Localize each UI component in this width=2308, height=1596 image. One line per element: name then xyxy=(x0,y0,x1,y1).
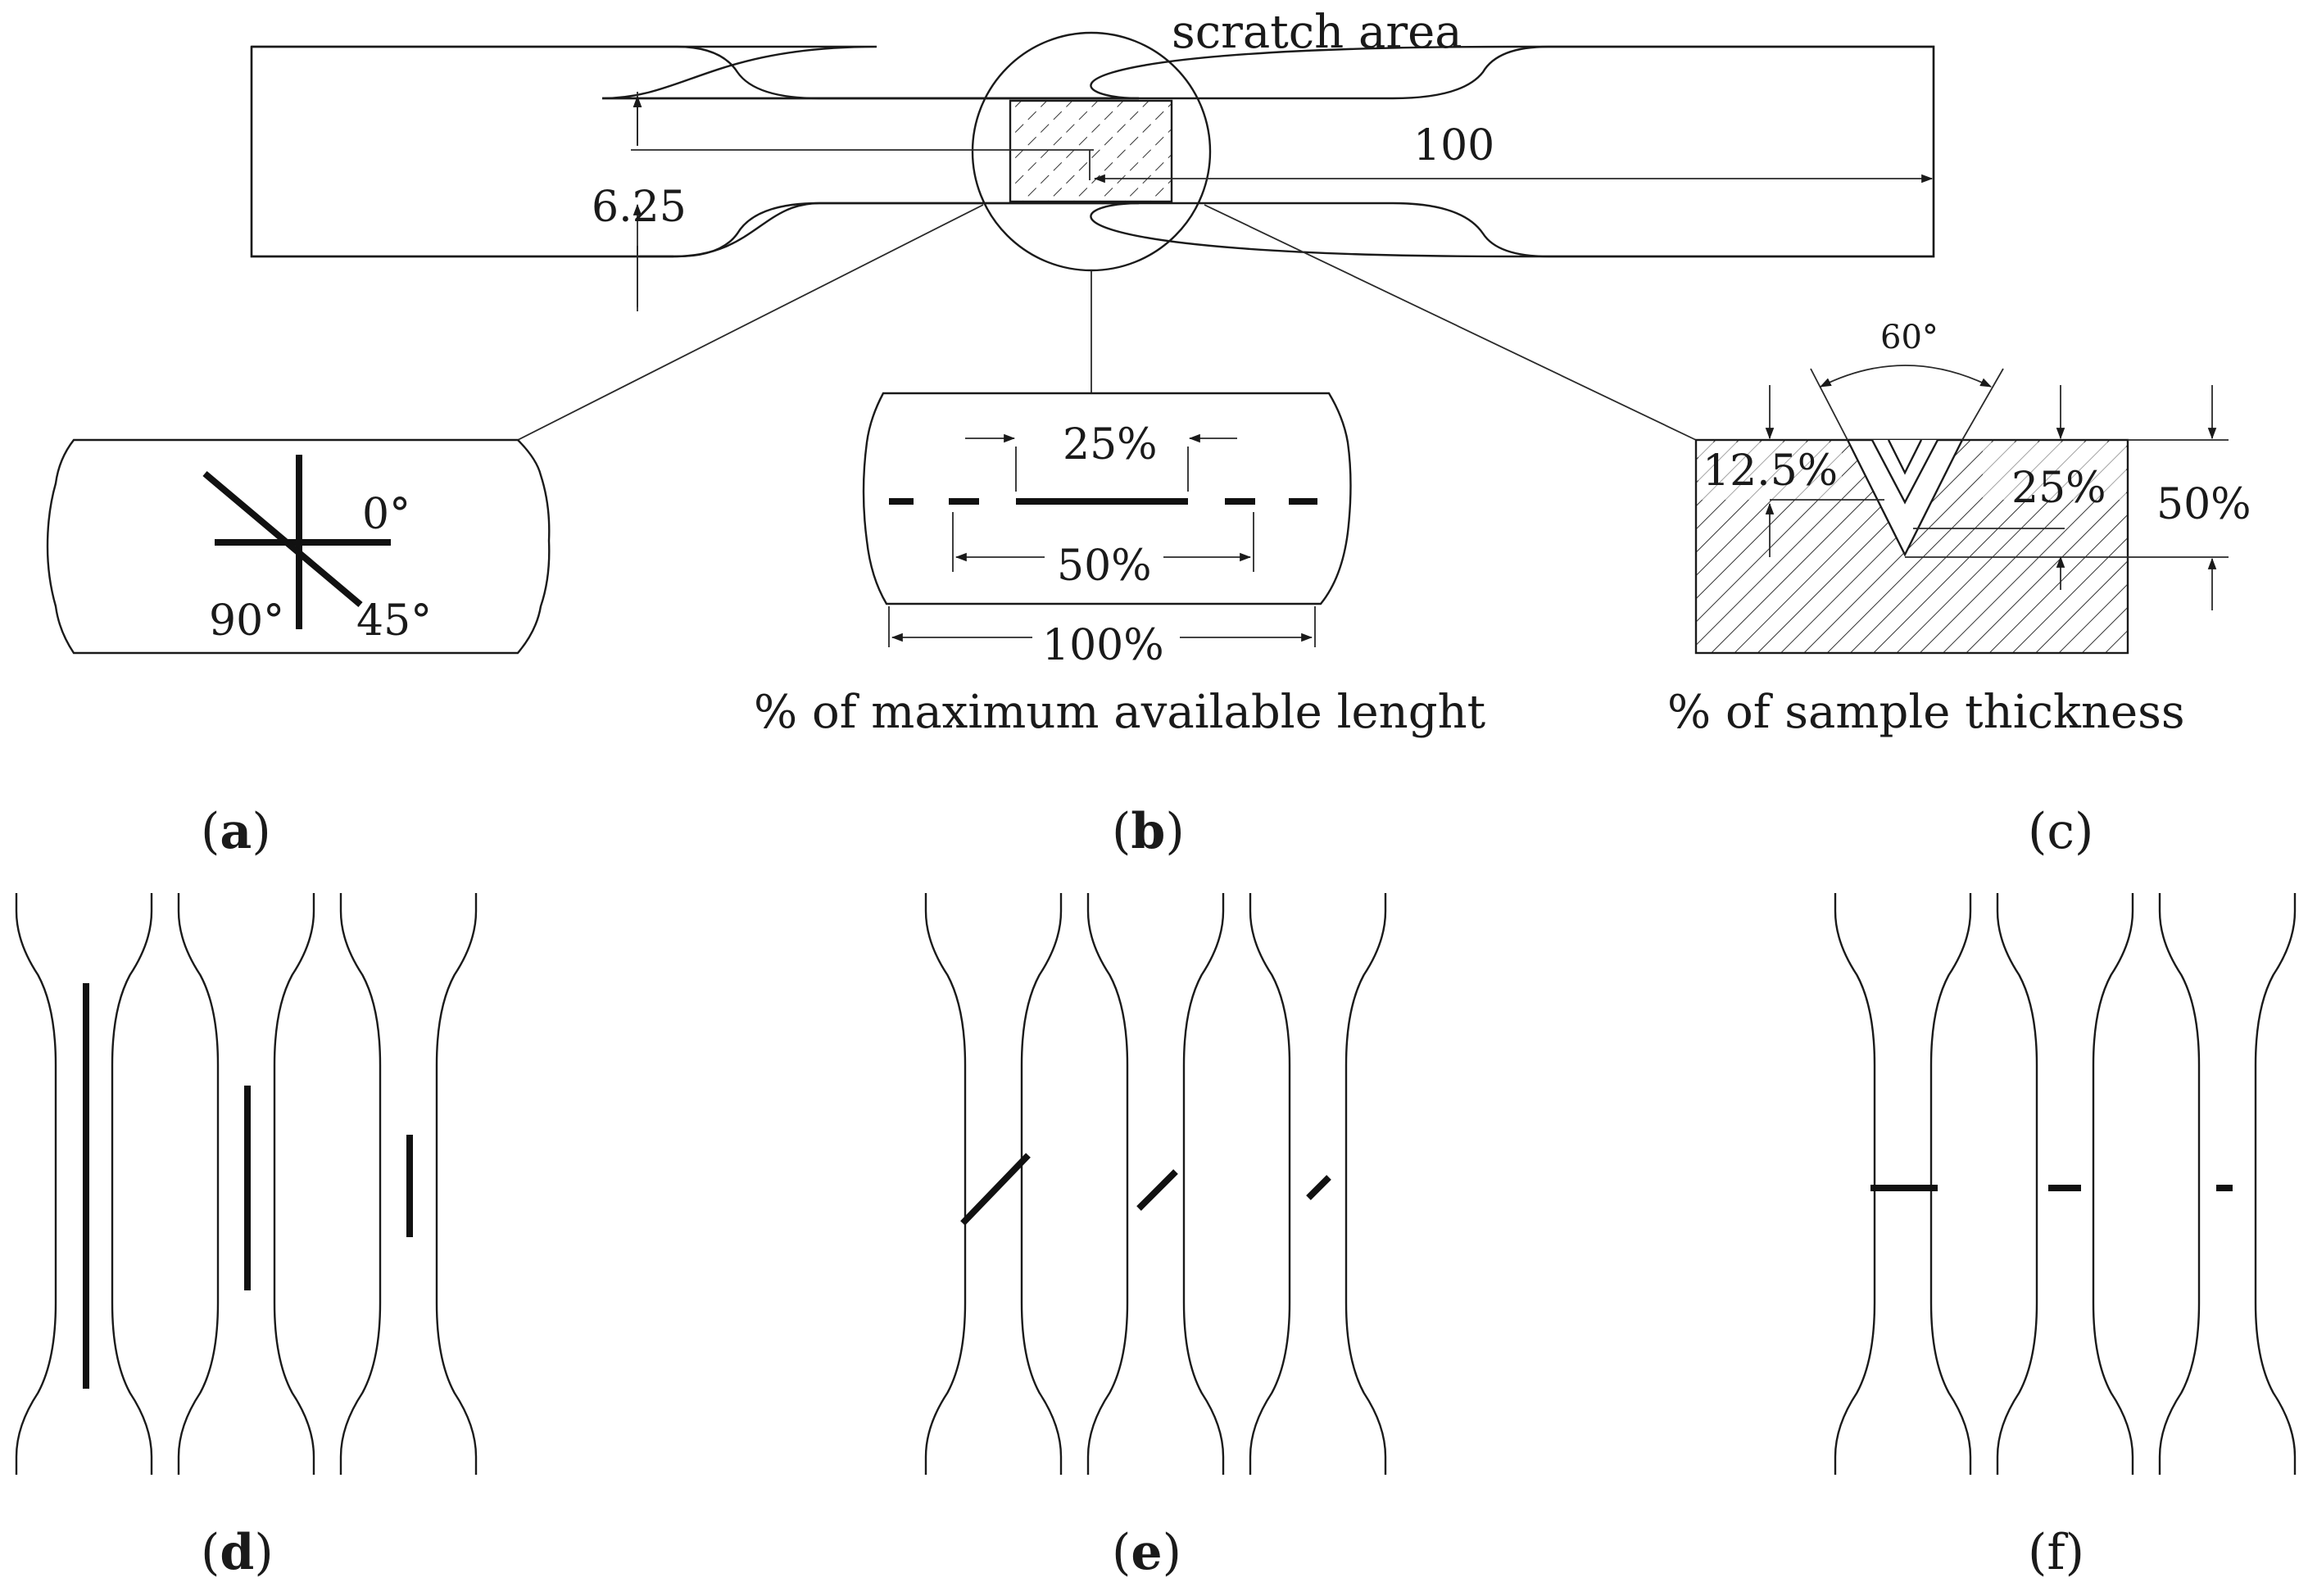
specimen-outline-2-right xyxy=(435,893,478,1475)
specimen-outline-4-right xyxy=(1182,893,1225,1475)
length-50-label: 50% xyxy=(1057,542,1152,591)
specimen-outline-2-left xyxy=(339,893,382,1475)
length-100-label: 100% xyxy=(1042,621,1164,670)
specimen-outline-6-right xyxy=(1929,893,1972,1475)
depth-25-label: 25% xyxy=(2011,464,2106,513)
length-25-label: 25% xyxy=(1063,420,1158,469)
angle-90-label: 90° xyxy=(209,596,284,646)
scratch-area-label: scratch area xyxy=(1172,6,1462,59)
specimen-outline-7-right xyxy=(2092,893,2134,1475)
label-c: (c) xyxy=(2028,803,2093,860)
label-a: (a) xyxy=(201,803,271,860)
specimen-outline-5-right xyxy=(1344,893,1387,1475)
specimen-outline-3-left xyxy=(924,893,967,1475)
scratch-e-100 xyxy=(960,1153,1031,1226)
scratch-e-25 xyxy=(1306,1175,1331,1200)
panel-d-scratches xyxy=(83,983,413,1389)
angle-45-label: 45° xyxy=(356,596,432,646)
label-d: (d) xyxy=(201,1524,274,1581)
panel-c-depth xyxy=(1694,365,2229,655)
specimen-outlines xyxy=(15,893,2297,1475)
notch-angle-label: 60° xyxy=(1880,319,1938,356)
depth-50-label: 50% xyxy=(2156,480,2251,529)
panel-a-orientation xyxy=(46,438,551,655)
length-dimension xyxy=(1089,150,1934,184)
scratch-e-50 xyxy=(1136,1169,1178,1211)
specimen-outline-8-left xyxy=(2158,893,2201,1475)
dogbone-specimen xyxy=(250,45,1935,258)
specimen-outline-7-left xyxy=(1996,893,2038,1475)
label-e: (e) xyxy=(1112,1524,1181,1581)
width-dimension xyxy=(631,92,1094,311)
scratch-area xyxy=(971,31,1212,272)
specimen-outline-6-left xyxy=(1834,893,1876,1475)
specimen-outline-1-right xyxy=(273,893,315,1475)
panel-b-caption: % of maximum available lenght xyxy=(754,686,1486,739)
panel-b-length xyxy=(862,392,1352,647)
specimen-outline-0-right xyxy=(111,893,153,1475)
label-f: (f) xyxy=(2028,1524,2084,1581)
panel-e-scratches xyxy=(960,1153,1331,1226)
width-label: 6.25 xyxy=(592,183,687,232)
specimen-outline-1-left xyxy=(177,893,220,1475)
specimen-outline-5-left xyxy=(1249,893,1291,1475)
leader-lines xyxy=(517,204,1697,441)
length-label: 100 xyxy=(1413,121,1494,170)
depth-12-5-label: 12.5% xyxy=(1703,447,1838,496)
label-b: (b) xyxy=(1112,803,1185,860)
specimen-outline-0-left xyxy=(15,893,57,1475)
specimen-outline-4-left xyxy=(1086,893,1129,1475)
specimen-outline-3-right xyxy=(1020,893,1063,1475)
angle-0-label: 0° xyxy=(362,490,410,539)
panel-c-caption: % of sample thickness xyxy=(1667,686,2185,739)
specimen-outline-8-right xyxy=(2254,893,2297,1475)
